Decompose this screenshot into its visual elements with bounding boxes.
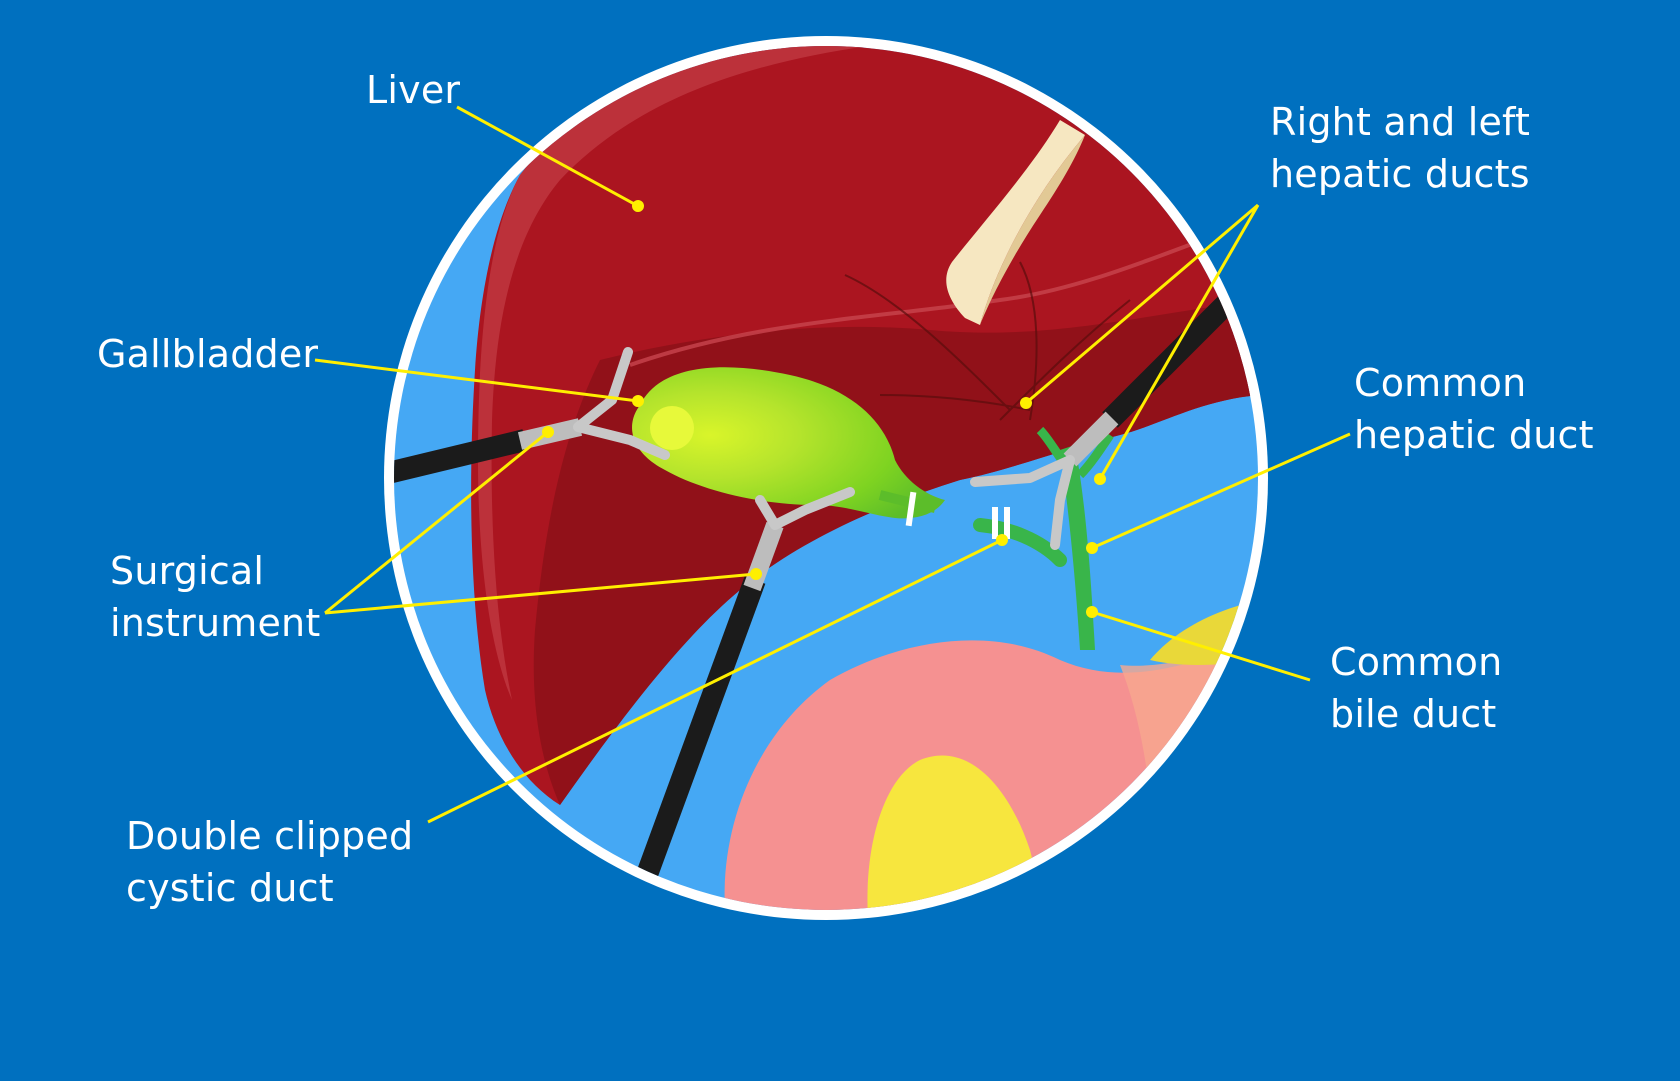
common-bile-duct xyxy=(1060,445,1095,650)
label-gallbladder: Gallbladder xyxy=(97,332,319,376)
leader-hepatic-left xyxy=(1098,204,1260,480)
ligament-shape xyxy=(946,120,1085,325)
leader-gallbladder xyxy=(314,358,639,403)
label-common-bile-line-2: bile duct xyxy=(1330,692,1497,736)
label-surgical-instrument: Surgical instrument xyxy=(110,545,320,649)
left-hepatic-duct xyxy=(1076,432,1114,479)
vessel-lines xyxy=(844,261,1131,421)
leader-hepatic-right xyxy=(1025,203,1259,405)
label-surgical-instrument-line-1: Surgical xyxy=(110,549,265,593)
label-surgical-instrument-line-2: instrument xyxy=(110,601,321,645)
leader-common-hepatic xyxy=(1091,432,1351,550)
leader-dots xyxy=(542,200,1106,618)
dot-common-hepatic xyxy=(1086,542,1098,554)
cystic-clip-2 xyxy=(1004,507,1010,539)
leader-instrument-1 xyxy=(324,430,549,615)
ligament-shadow xyxy=(980,135,1085,325)
label-right-left-hepatic-ducts: Right and left hepatic ducts xyxy=(1270,96,1530,200)
dot-cystic-duct xyxy=(996,534,1008,546)
instrument-2-jaws xyxy=(755,487,855,530)
label-cystic-duct-line-2: cystic duct xyxy=(126,866,334,910)
label-cystic-duct-line-1: Double clipped xyxy=(126,814,414,858)
label-common-hepatic-duct: Common hepatic duct xyxy=(1354,357,1594,461)
label-hepatic-ducts-line-1: Right and left xyxy=(1270,100,1531,144)
gallbladder-shape xyxy=(632,367,945,519)
stomach-shade xyxy=(1120,640,1258,910)
label-double-clipped-cystic-duct: Double clipped cystic duct xyxy=(126,810,413,914)
dot-hepatic-left xyxy=(1094,473,1106,485)
dot-instrument-2 xyxy=(750,568,762,580)
label-common-bile-duct: Common bile duct xyxy=(1330,636,1502,740)
instrument-2-shaft xyxy=(634,576,766,884)
instrument-1-jaws xyxy=(573,347,670,460)
leader-common-bile xyxy=(1091,610,1311,682)
instrument-3-collar xyxy=(1063,411,1119,467)
dot-gallbladder xyxy=(632,395,644,407)
leader-instrument-2 xyxy=(324,572,757,615)
cystic-clip-1 xyxy=(992,507,998,539)
label-common-bile-line-1: Common xyxy=(1330,640,1503,684)
gallbladder-highlight xyxy=(650,406,694,450)
label-common-hepatic-line-2: hepatic duct xyxy=(1354,413,1594,457)
leader-cystic-duct xyxy=(427,538,1003,824)
dot-instrument-1 xyxy=(542,426,554,438)
dot-hepatic-right xyxy=(1020,397,1032,409)
label-common-hepatic-line-1: Common xyxy=(1354,361,1527,405)
leader-lines xyxy=(314,105,1351,824)
label-hepatic-ducts-line-2: hepatic ducts xyxy=(1270,152,1530,196)
instrument-1-shaft xyxy=(394,429,528,486)
leader-liver xyxy=(456,105,639,208)
dot-common-bile xyxy=(1086,606,1098,618)
gallbladder-clip xyxy=(905,491,917,527)
label-liver: Liver xyxy=(366,68,461,112)
instrument-3-jaws xyxy=(970,455,1075,550)
dot-liver xyxy=(632,200,644,212)
cystic-duct-stump xyxy=(973,518,1067,567)
